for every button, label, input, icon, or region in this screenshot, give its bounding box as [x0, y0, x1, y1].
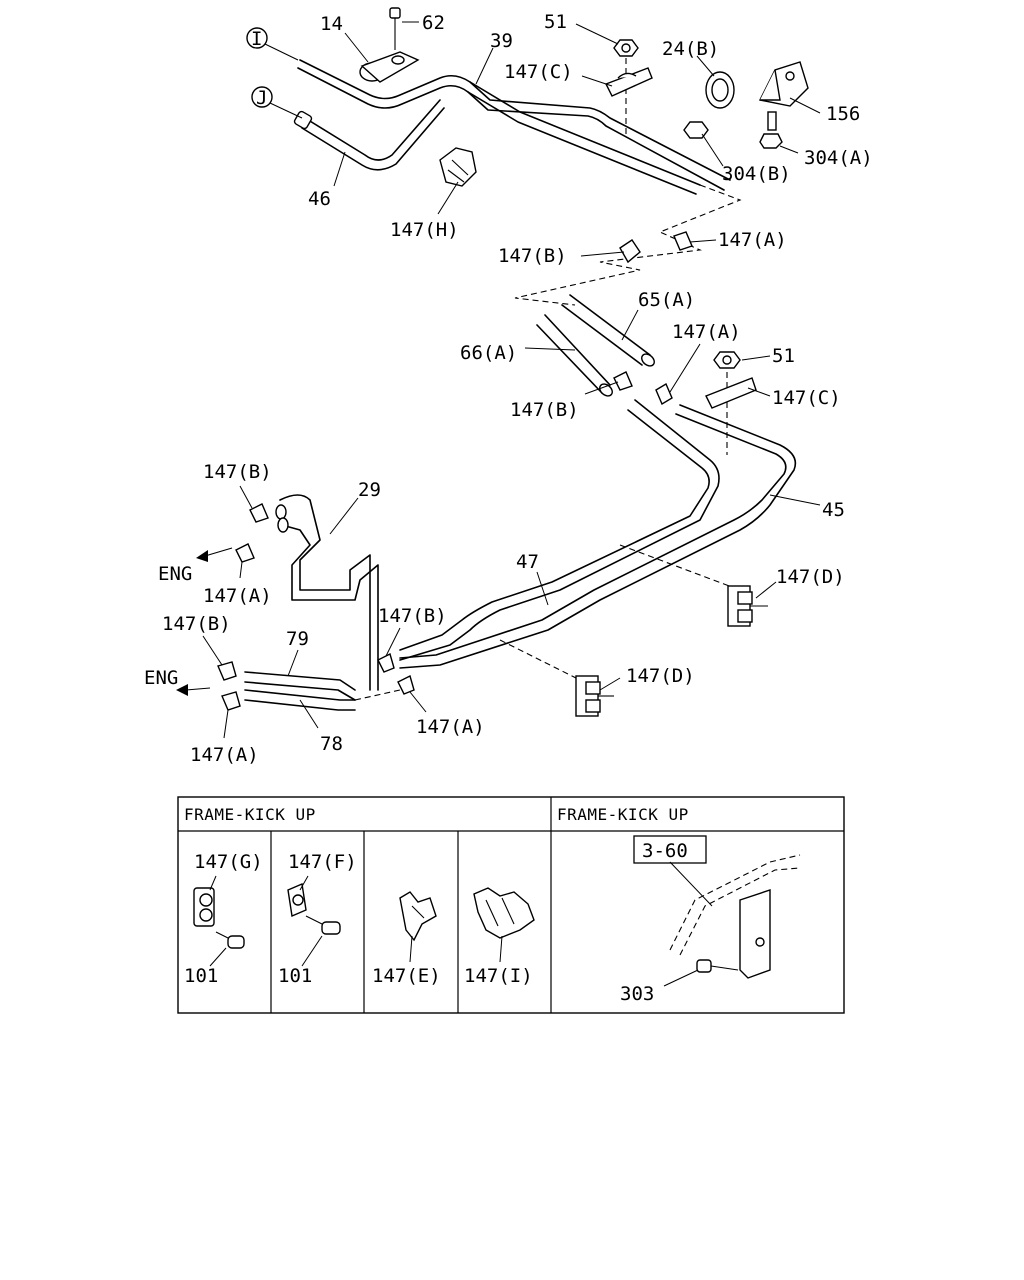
cell-101-f-label: 101 [278, 965, 312, 987]
clip-147b-mid [619, 239, 641, 264]
callout-147h: 147(H) [390, 219, 459, 241]
callout-46: 46 [308, 188, 331, 210]
callout-147c-upper: 147(C) [504, 61, 573, 83]
clip-147a-eng-upper [235, 543, 255, 563]
pipe-47 [399, 399, 720, 661]
clip-147b-lower [613, 371, 633, 391]
clip-147i-icon [473, 887, 535, 963]
callout-147b-eng-upper: 147(B) [203, 461, 272, 483]
clip-147e-icon [399, 891, 437, 963]
bolt-101-g-icon [215, 931, 245, 949]
pipe-39 [297, 59, 731, 195]
clamp-147d-upper [727, 585, 768, 627]
callout-147b-eng-lower: 147(B) [162, 613, 231, 635]
cell-147e-label: 147(E) [372, 965, 441, 987]
callout-29: 29 [358, 479, 381, 501]
clip-147a-lower [655, 382, 673, 406]
bolt-62 [389, 7, 401, 50]
hose-66a [536, 314, 613, 397]
table-left-header: FRAME-KICK UP [184, 805, 316, 824]
callout-147a-eng-lower: 147(A) [190, 744, 259, 766]
clip-147b-center [377, 652, 395, 673]
pipe-46 [293, 99, 445, 171]
callout-51-upper: 51 [544, 11, 567, 33]
eng-arrow-lower [176, 684, 211, 696]
bolt-303-icon [663, 959, 739, 987]
clip-147c-lower [705, 377, 757, 409]
callout-14: 14 [320, 13, 343, 35]
clamp-147d-lower [575, 675, 614, 717]
callout-147a-center: 147(A) [416, 716, 485, 738]
nut-51-lower [713, 351, 741, 455]
callout-147b-lower: 147(B) [510, 399, 579, 421]
cell-147i-label: 147(I) [464, 965, 533, 987]
leaders [202, 21, 821, 739]
callout-47: 47 [516, 551, 539, 573]
eng-arrow-upper [196, 547, 233, 562]
bolt-101-f-icon [305, 915, 341, 935]
pipe-78 [244, 689, 356, 711]
mark-j-text: J [256, 87, 267, 109]
callout-156: 156 [826, 103, 860, 125]
callout-147b-center: 147(B) [378, 605, 447, 627]
mark-i-text: I [251, 28, 262, 50]
bracket-24b [705, 71, 735, 109]
callout-45: 45 [822, 499, 845, 521]
callout-304a: 304(A) [804, 147, 873, 169]
callout-66a: 66(A) [460, 342, 517, 364]
clip-147f-icon [287, 875, 309, 917]
clip-147g-icon [193, 875, 217, 927]
ref-bolt-label: 303 [620, 983, 654, 1005]
hose-29 [275, 494, 379, 691]
callout-147a-mid: 147(A) [718, 229, 787, 251]
callout-79: 79 [286, 628, 309, 650]
callout-147b-mid: 147(B) [498, 245, 567, 267]
clamp-14 [359, 51, 420, 83]
clip-147a-eng-lower [221, 691, 241, 711]
clip-147c-upper [605, 67, 653, 97]
eng-label-upper: ENG [158, 563, 192, 585]
bracket-156 [758, 61, 809, 107]
nut-304b [683, 121, 709, 139]
cell-101-g-label: 101 [184, 965, 218, 987]
clip-147a-center [397, 674, 415, 695]
table-right-header: FRAME-KICK UP [557, 805, 689, 824]
nut-51-upper [613, 39, 639, 135]
callout-78: 78 [320, 733, 343, 755]
eng-label-lower: ENG [144, 667, 178, 689]
callout-62: 62 [422, 12, 445, 34]
detail-table: FRAME-KICK UP FRAME-KICK UP 147(G) 101 1… [177, 796, 845, 1014]
ref-box-label: 3-60 [642, 840, 688, 862]
callout-39: 39 [490, 30, 513, 52]
callout-304b: 304(B) [722, 163, 791, 185]
mark-i: I [246, 27, 299, 61]
callout-24b: 24(B) [662, 38, 719, 60]
nut-304a [759, 111, 783, 149]
clip-147b-eng-upper [249, 503, 269, 523]
callout-147d-upper: 147(D) [776, 566, 845, 588]
frame-bracket-icon [669, 854, 801, 979]
cell-147g-label: 147(G) [194, 851, 263, 873]
cell-147f-label: 147(F) [288, 851, 357, 873]
callout-147a-lower: 147(A) [672, 321, 741, 343]
clip-147b-eng-lower [217, 661, 237, 681]
callout-147d-lower: 147(D) [626, 665, 695, 687]
hose-65a [561, 294, 655, 367]
callout-51-lower: 51 [772, 345, 795, 367]
clip-147a-mid [673, 231, 693, 251]
pipe-79 [244, 671, 356, 701]
callout-147a-eng-upper: 147(A) [203, 585, 272, 607]
clip-147h [439, 147, 477, 187]
callout-147c-lower: 147(C) [772, 387, 841, 409]
ref-box [633, 835, 707, 864]
mark-j: J [251, 86, 303, 119]
pipe-45 [399, 404, 797, 669]
callout-65a: 65(A) [638, 289, 695, 311]
